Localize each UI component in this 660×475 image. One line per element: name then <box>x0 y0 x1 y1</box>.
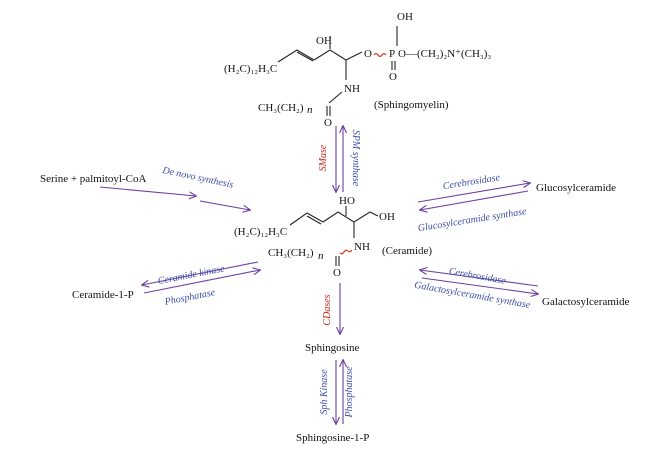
sm-tail-label: (H₂C)₁₂H₃C <box>224 63 277 75</box>
sm-acyl-label: CH₃(CH₂) <box>258 102 304 114</box>
glucosylceramide-synthase-label: Glucosylceramide synthase <box>417 206 528 234</box>
sm-o-label: O <box>364 48 372 60</box>
cer-acyl-n: n <box>318 250 324 262</box>
ceramide-1-p-label: Ceramide-1-P <box>72 289 134 301</box>
sm-backbone-bond <box>313 49 363 61</box>
sm-chain-bond <box>277 49 315 63</box>
smase-label: SMase <box>318 144 329 171</box>
spm-synthase-label: SPM synthase <box>350 130 361 187</box>
cer-acyl-label: CH₃(CH₂) <box>268 247 314 259</box>
phosphatase-arrow-1 <box>143 270 260 294</box>
cer-cleavage-wavy-bond <box>339 249 353 255</box>
cerebrosidase-arrow-1 <box>420 190 529 210</box>
phosphatase-label-2: Phosphatase <box>344 366 355 419</box>
sm-p-o-label: O <box>389 71 397 83</box>
glucosylceramide-synthase-arrow <box>417 183 530 203</box>
ceramide-structure: HO OH (H₂C)₁₂H₃C NH CH₃(CH₂) n O (Cerami… <box>234 195 432 279</box>
sm-choline-label: O—(CH₂)₂N⁺(CH₃)₃ <box>398 48 491 60</box>
cer-ho-label: HO <box>339 195 355 207</box>
sphingosine-kinase-pathway: Sph Kinase Phosphatase Sphingosine-1-P <box>296 360 369 444</box>
serine-palmitoyl-coa-label: Serine + palmitoyl-CoA <box>40 173 146 185</box>
de-novo-arrow-1 <box>99 186 196 196</box>
sphingosine-label: Sphingosine <box>305 342 360 354</box>
cerebrosidase-label-2: Cerebrosidase <box>448 266 507 287</box>
glucosylceramide-label: Glucosylceramide <box>536 182 616 194</box>
sm-amide-bond <box>328 91 343 104</box>
cerebrosidase-arrow-2 <box>420 270 539 287</box>
sm-nh-label: NH <box>344 83 360 95</box>
ceramide-name: (Ceramide) <box>382 245 432 257</box>
sm-carbonyl-o: O <box>324 117 332 129</box>
sm-cleavage-wavy-bond <box>373 52 387 58</box>
sm-double-bond <box>296 51 314 62</box>
sm-oh-label: OH <box>316 35 332 47</box>
cer-oh-label: OH <box>379 211 395 223</box>
ceramide-kinase-arrow <box>142 261 259 285</box>
cer-double-bond <box>306 215 322 225</box>
sm-ceramide-arrows: SMase SPM synthase <box>318 126 361 192</box>
sm-p-label: P <box>389 48 395 60</box>
galactosylceramide-pathway: Galactosylceramide Cerebrosidase Galacto… <box>413 266 629 311</box>
de-novo-pathway: Serine + palmitoyl-CoA De novo synthesis <box>40 165 250 210</box>
galactosylceramide-label: Galactosylceramide <box>542 296 629 308</box>
cer-backbone-bond <box>322 211 379 223</box>
sph-kinase-label: Sph Kinase <box>319 369 330 415</box>
ceramide-1p-pathway: Ceramide-1-P Ceramide kinase Phosphatase <box>72 261 260 308</box>
galactosylceramide-synthase-arrow <box>421 277 538 294</box>
cer-nh-label: NH <box>354 241 370 253</box>
sphingomyelin-structure: OH OH (H₂C)₁₂H₃C O P O O—(CH₂)₂N⁺(CH₃)₃ … <box>224 11 491 129</box>
cdase-pathway: CDases Sphingosine <box>305 283 360 354</box>
phosphatase-label-1: Phosphatase <box>163 287 217 308</box>
glucosylceramide-pathway: Glucosylceramide Cerebrosidase Glucosylc… <box>417 172 616 234</box>
de-novo-synthesis-label: De novo synthesis <box>160 165 234 191</box>
sm-acyl-n: n <box>307 104 313 116</box>
sphingomyelin-name: (Sphingomyelin) <box>374 99 449 111</box>
sphingosine-1-p-label: Sphingosine-1-P <box>296 432 369 444</box>
cer-tail-label: (H₂C)₁₂H₃C <box>234 226 287 238</box>
cer-chain-bond <box>289 212 324 226</box>
cdases-label: CDases <box>322 294 333 325</box>
sm-phosphate-oh-label: OH <box>397 11 413 23</box>
de-novo-arrow-2 <box>199 200 250 210</box>
cer-carbonyl-o: O <box>333 267 341 279</box>
